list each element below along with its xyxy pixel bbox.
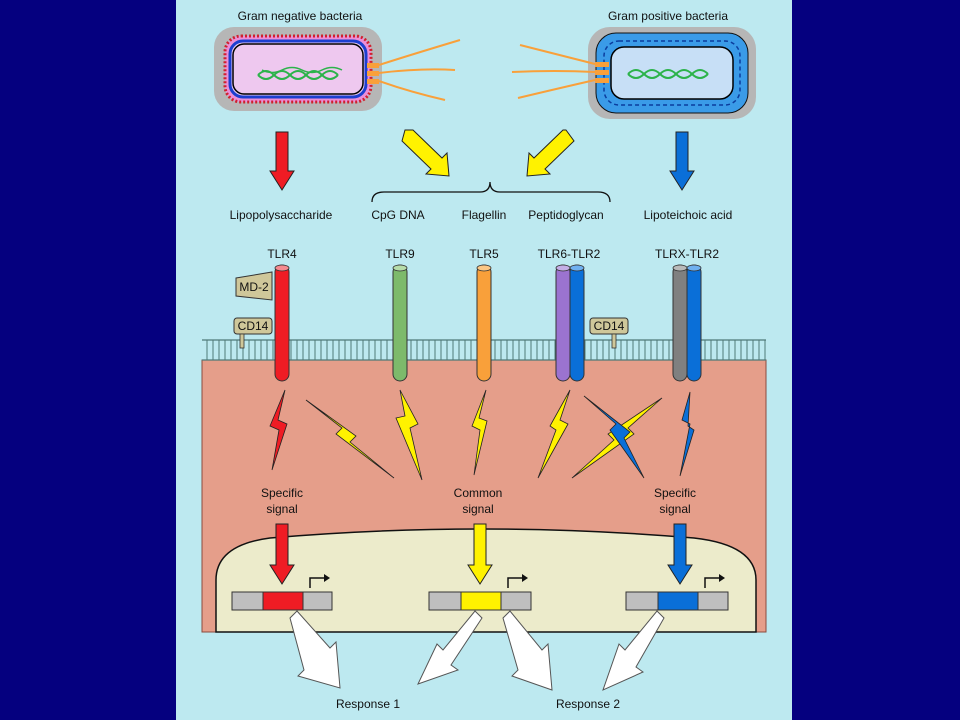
tlr5-receptor — [476, 264, 492, 382]
arrow-to-response1-b — [417, 610, 483, 685]
yellow-nucleus-arrow — [467, 523, 493, 585]
blue-bolt-2 — [679, 391, 695, 477]
gram-positive-bacterium — [511, 27, 756, 119]
tlr6-tlr2-receptor — [555, 264, 585, 382]
specific-signal-right-line2: signal — [659, 502, 690, 516]
gene-red — [231, 574, 333, 611]
arrow-to-response1-a — [289, 610, 341, 689]
red-nucleus-arrow — [269, 523, 295, 585]
tlrx-tlr2-receptor — [672, 264, 702, 382]
specific-signal-left-line1: Specific — [261, 486, 303, 500]
tlr9-receptor — [392, 264, 408, 382]
gene-blue — [625, 574, 729, 611]
tlr4-receptor — [274, 264, 290, 382]
response-1-label: Response 1 — [336, 697, 400, 711]
svg-text:MD-2: MD-2 — [239, 280, 269, 294]
gram-positive-label: Gram positive bacteria — [608, 9, 728, 23]
label-tlr6-tlr2: TLR6-TLR2 — [538, 247, 601, 261]
gene-yellow — [428, 574, 532, 611]
yellow-bolt-3 — [471, 389, 488, 476]
yellow-arrow-right — [526, 129, 575, 177]
label-cpg-dna: CpG DNA — [371, 208, 424, 222]
label-tlr4: TLR4 — [267, 247, 297, 261]
yellow-bolt-1 — [305, 399, 395, 479]
cd14-left-coreceptor: CD14 — [233, 317, 273, 349]
common-signal-line1: Common — [454, 486, 503, 500]
cd14-right-coreceptor: CD14 — [589, 317, 629, 349]
common-signal-line2: signal — [462, 502, 493, 516]
response-2-label: Response 2 — [556, 697, 620, 711]
red-down-arrow — [269, 131, 295, 191]
label-lipoteichoic-acid: Lipoteichoic acid — [644, 208, 733, 222]
specific-signal-right-line1: Specific — [654, 486, 696, 500]
svg-text:CD14: CD14 — [238, 319, 269, 333]
gram-negative-bacterium — [214, 27, 461, 111]
specific-signal-left-line2: signal — [266, 502, 297, 516]
label-tlrx-tlr2: TLRX-TLR2 — [655, 247, 719, 261]
label-flagellin: Flagellin — [462, 208, 507, 222]
arrow-to-response2-b — [602, 610, 665, 691]
nucleus — [215, 528, 757, 633]
md2-coreceptor: MD-2 — [235, 271, 273, 301]
svg-text:CD14: CD14 — [594, 319, 625, 333]
label-tlr5: TLR5 — [469, 247, 499, 261]
gram-negative-label: Gram negative bacteria — [238, 9, 363, 23]
yellow-bolt-2 — [395, 389, 423, 481]
label-peptidoglycan: Peptidoglycan — [528, 208, 603, 222]
yellow-bolt-4 — [537, 389, 571, 479]
blue-down-arrow — [669, 131, 695, 191]
ligand-brace — [371, 181, 611, 203]
yellow-arrow-left — [401, 129, 450, 177]
response-arrows — [289, 610, 665, 691]
blue-nucleus-arrow — [667, 523, 693, 585]
label-tlr9: TLR9 — [385, 247, 415, 261]
arrow-to-response2-a — [502, 610, 553, 691]
blue-bolt-1 — [583, 395, 645, 479]
red-bolt — [269, 389, 288, 471]
label-lipopolysaccharide: Lipopolysaccharide — [230, 208, 333, 222]
